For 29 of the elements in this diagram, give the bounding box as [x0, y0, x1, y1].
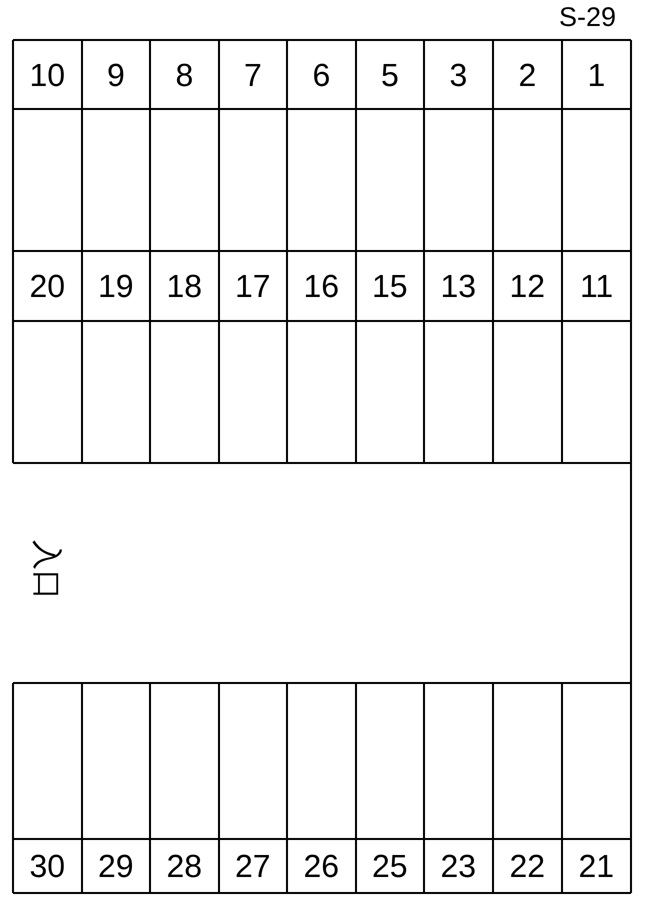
space-number: 11	[580, 268, 614, 304]
space-number: 13	[440, 268, 476, 304]
space-number: 25	[372, 848, 408, 884]
space-number: 21	[578, 848, 614, 884]
space-number: 5	[381, 56, 399, 92]
space-number: 23	[440, 848, 476, 884]
space-number: 17	[235, 268, 271, 304]
space-number: 16	[304, 268, 340, 304]
space-number: 6	[312, 56, 330, 92]
space-number: 19	[98, 268, 134, 304]
space-number: 15	[372, 268, 408, 304]
space-number: 30	[30, 848, 66, 884]
space-number: 1	[588, 56, 606, 92]
space-number: 22	[510, 848, 546, 884]
plan-title: S-29	[558, 2, 616, 33]
space-number: 2	[518, 56, 536, 92]
space-number: 12	[510, 268, 546, 304]
space-number: 8	[176, 56, 194, 92]
space-number: 20	[30, 268, 66, 304]
space-number: 18	[166, 268, 202, 304]
entrance-label: 入口	[29, 540, 64, 600]
space-number: 28	[166, 848, 202, 884]
space-number: 3	[450, 56, 468, 92]
space-number: 27	[235, 848, 271, 884]
space-number: 10	[30, 56, 66, 92]
space-number: 9	[107, 56, 125, 92]
space-number: 7	[244, 56, 262, 92]
space-number: 29	[98, 848, 134, 884]
space-number: 26	[304, 848, 340, 884]
